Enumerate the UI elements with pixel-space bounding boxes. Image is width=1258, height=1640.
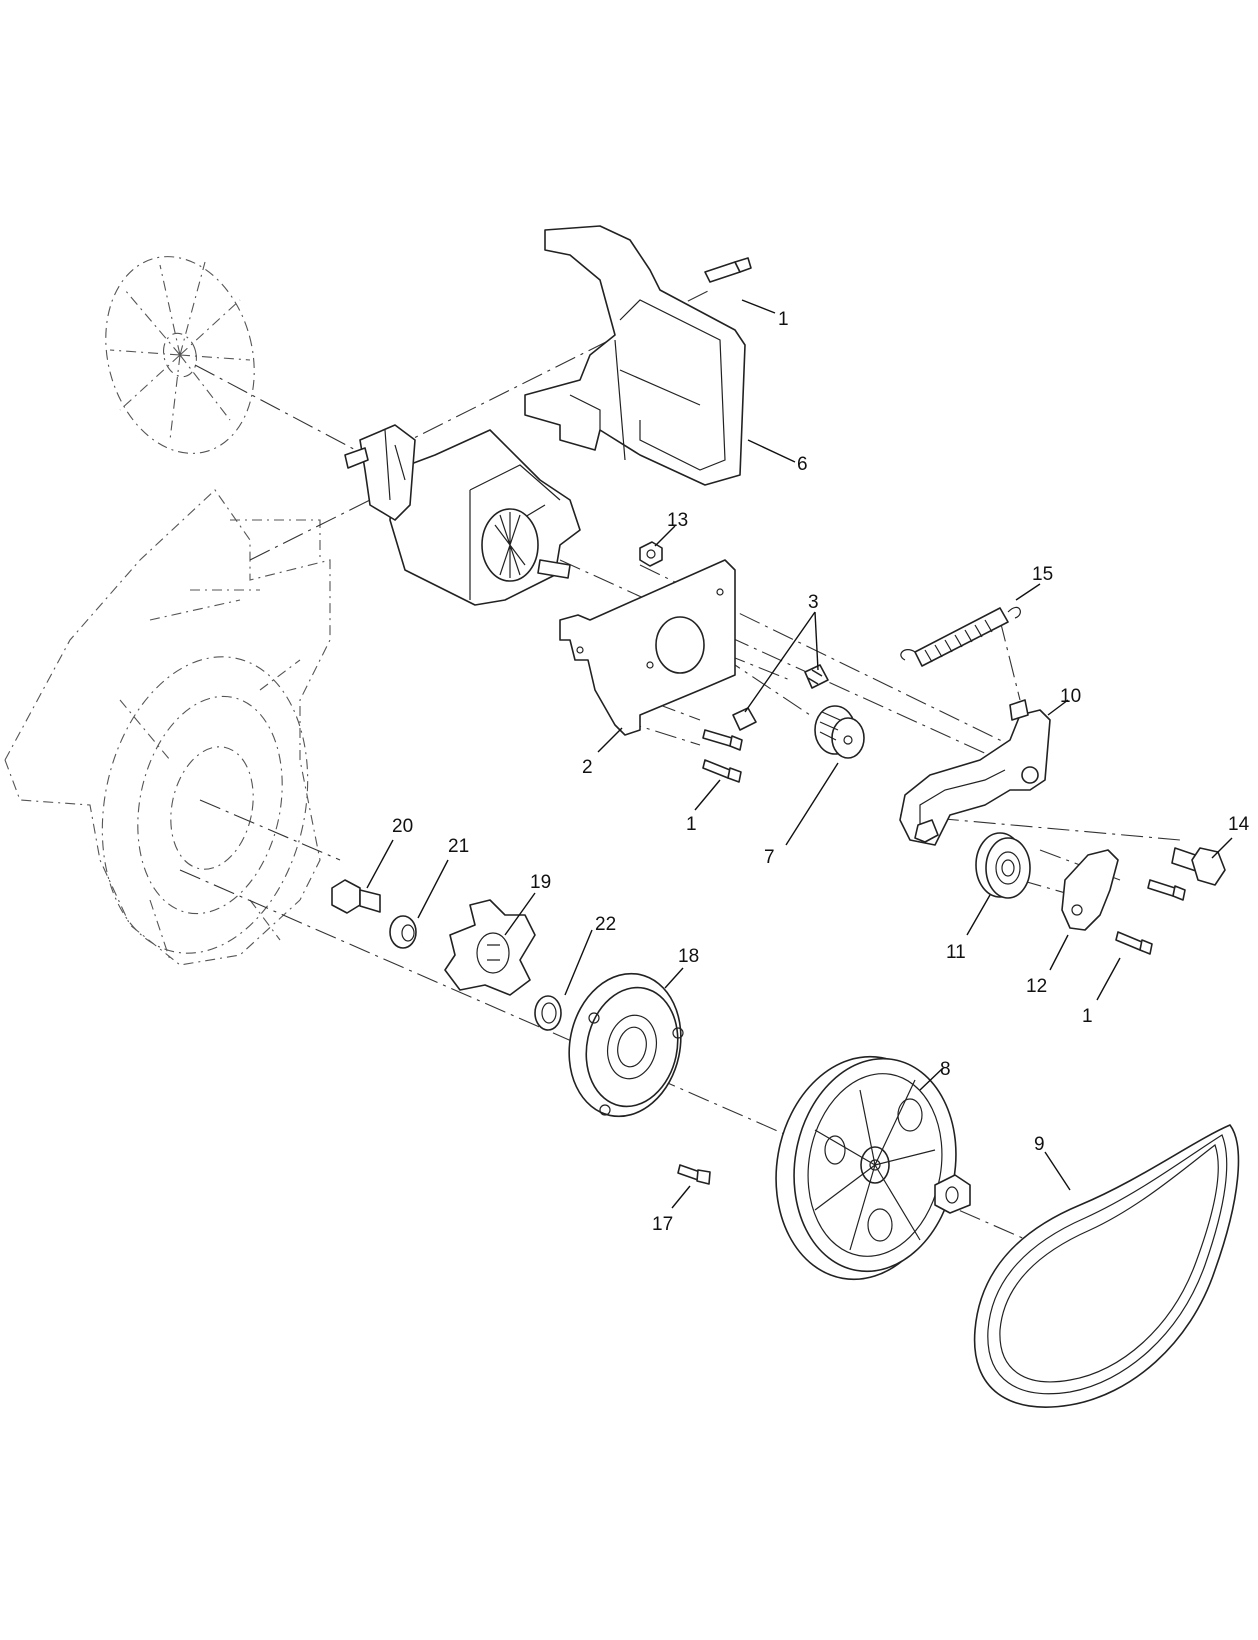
part-20-bolt	[331, 879, 381, 914]
callout-21: 21	[448, 836, 469, 857]
part-10-idler-arm	[899, 699, 1051, 846]
callout-10: 10	[1060, 686, 1081, 707]
part-17-screw	[677, 1164, 711, 1185]
part-1-screws-mid	[702, 729, 743, 783]
callout-17: 17	[652, 1214, 673, 1235]
callout-3: 3	[808, 592, 819, 613]
part-9-belt	[973, 1124, 1240, 1408]
callout-1-right: 1	[1082, 1006, 1093, 1027]
callout-8: 8	[940, 1059, 951, 1080]
part-1-screws-right	[1115, 879, 1186, 955]
callout-1-mid: 1	[686, 814, 697, 835]
callout-6: 6	[797, 454, 808, 475]
part-8-driven-pulley	[775, 1055, 957, 1281]
part-15-spring	[900, 606, 1021, 667]
callout-2: 2	[582, 757, 593, 778]
part-1-screw-top	[704, 257, 752, 283]
part-3-bolts	[732, 664, 829, 731]
motor-assembly	[344, 424, 581, 606]
ghost-fan	[105, 256, 255, 454]
callout-11: 11	[946, 942, 966, 963]
callout-18: 18	[678, 946, 699, 967]
part-12-idler-plate	[1061, 849, 1119, 931]
ghost-housing	[4, 489, 331, 966]
callout-22: 22	[595, 914, 616, 935]
callout-20: 20	[392, 816, 413, 837]
callout-19: 19	[530, 872, 551, 893]
part-6-cover	[524, 225, 746, 486]
part-7-drive-pulley	[814, 705, 865, 759]
callout-1-top: 1	[778, 309, 789, 330]
callout-7: 7	[764, 847, 775, 868]
part-22-washer	[534, 995, 562, 1031]
part-14-shoulder-bolt	[1171, 847, 1226, 886]
callout-15: 15	[1032, 564, 1053, 585]
part-19-coupler	[444, 899, 536, 996]
part-21-washer	[389, 915, 417, 949]
callout-9: 9	[1034, 1134, 1045, 1155]
part-18-bearing-housing	[568, 972, 684, 1118]
leader-lines	[366, 299, 1233, 1209]
callout-labels: 1 6 13 15 3 10 2 1 7 14 20 21 19 22 18 1…	[392, 309, 1250, 1235]
part-11-bearing	[975, 832, 1031, 899]
part-13-nut	[639, 541, 663, 567]
callout-13: 13	[667, 510, 688, 531]
callout-14: 14	[1228, 814, 1250, 835]
pulley-nut	[934, 1174, 971, 1214]
callout-12: 12	[1026, 976, 1047, 997]
part-2-mounting-plate	[559, 559, 736, 736]
